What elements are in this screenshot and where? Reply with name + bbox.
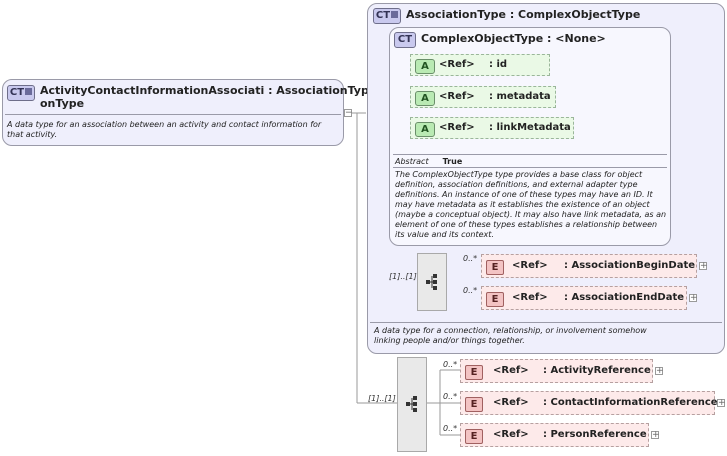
multiplicity: 0..*: [443, 360, 458, 369]
element-contact-information-reference[interactable]: E <Ref> : ContactInformationReference: [460, 391, 718, 415]
association-divider: [370, 322, 722, 323]
complex-object-type-title: ComplexObjectType : <None>: [421, 32, 606, 45]
association-type-title: AssociationType : ComplexObjectType: [406, 8, 641, 21]
complex-object-type-description: The ComplexObjectType type provides a ba…: [395, 170, 667, 239]
attribute-name: : metadata: [489, 91, 551, 102]
element-association-end-date[interactable]: E <Ref> : AssociationEndDate: [481, 286, 687, 310]
element-ref: <Ref>: [493, 365, 529, 376]
attribute-ref: <Ref>: [439, 91, 475, 102]
association-sequence-cardinality: [1]..[1]: [389, 272, 417, 281]
complex-type-badge-icon: CT: [7, 85, 35, 101]
element-ref: <Ref>: [493, 397, 529, 408]
multiplicity: 0..*: [463, 286, 478, 295]
complex-type-badge-icon: CT: [373, 8, 401, 24]
root-collapse-toggle[interactable]: −: [344, 108, 353, 118]
expand-toggle[interactable]: +: [651, 430, 660, 440]
root-sequence-compositor[interactable]: [397, 357, 427, 452]
complex-type-badge-icon: CT: [394, 32, 416, 48]
element-badge-icon: E: [465, 397, 483, 412]
element-ref: <Ref>: [512, 292, 548, 303]
element-badge-icon: E: [486, 260, 504, 275]
attribute-badge-icon: A: [415, 122, 435, 137]
element-ref: <Ref>: [512, 260, 548, 271]
element-name: : ActivityReference: [543, 365, 651, 376]
attribute-name: : linkMetadata: [489, 122, 571, 133]
multiplicity: 0..*: [443, 424, 458, 433]
multiplicity: 0..*: [443, 392, 458, 401]
abstract-divider-top: [393, 154, 667, 155]
root-sequence-cardinality: [1]..[1]: [368, 394, 396, 403]
root-complex-type[interactable]: CT ActivityContactInformationAssociati :…: [2, 79, 376, 146]
root-title-line2: onType: [40, 97, 85, 110]
element-badge-icon: E: [465, 365, 483, 380]
expand-toggle[interactable]: +: [717, 398, 726, 408]
element-activity-reference[interactable]: E <Ref> : ActivityReference: [460, 359, 653, 383]
attribute-id[interactable]: A <Ref> : id: [410, 54, 550, 76]
element-name: : AssociationEndDate: [564, 292, 685, 303]
attribute-badge-icon: A: [415, 59, 435, 74]
element-person-reference[interactable]: E <Ref> : PersonReference: [460, 423, 649, 447]
element-badge-icon: E: [486, 292, 504, 307]
attribute-ref: <Ref>: [439, 122, 475, 133]
attribute-name: : id: [489, 59, 508, 70]
attribute-ref: <Ref>: [439, 59, 475, 70]
attribute-metadata[interactable]: A <Ref> : metadata: [410, 86, 556, 108]
root-divider: [5, 114, 341, 115]
element-name: : PersonReference: [543, 429, 647, 440]
sequence-icon: [406, 396, 417, 412]
sequence-icon: [426, 274, 437, 290]
expand-toggle[interactable]: +: [689, 293, 698, 303]
element-name: : ContactInformationReference: [543, 397, 718, 408]
attribute-linkmetadata[interactable]: A <Ref> : linkMetadata: [410, 117, 574, 139]
association-type-description: A data type for a connection, relationsh…: [374, 326, 647, 345]
element-name: : AssociationBeginDate: [564, 260, 696, 271]
abstract-divider-bottom: [393, 167, 667, 168]
element-association-begin-date[interactable]: E <Ref> : AssociationBeginDate: [481, 254, 697, 278]
expand-toggle[interactable]: +: [655, 366, 664, 376]
root-description: A data type for an association between a…: [7, 120, 322, 139]
expand-toggle[interactable]: +: [699, 261, 708, 271]
association-sequence-compositor[interactable]: [417, 253, 447, 311]
multiplicity: 0..*: [463, 254, 478, 263]
element-ref: <Ref>: [493, 429, 529, 440]
root-title-line1: ActivityContactInformationAssociati : As…: [40, 84, 377, 97]
attribute-badge-icon: A: [415, 91, 435, 106]
element-badge-icon: E: [465, 429, 483, 444]
